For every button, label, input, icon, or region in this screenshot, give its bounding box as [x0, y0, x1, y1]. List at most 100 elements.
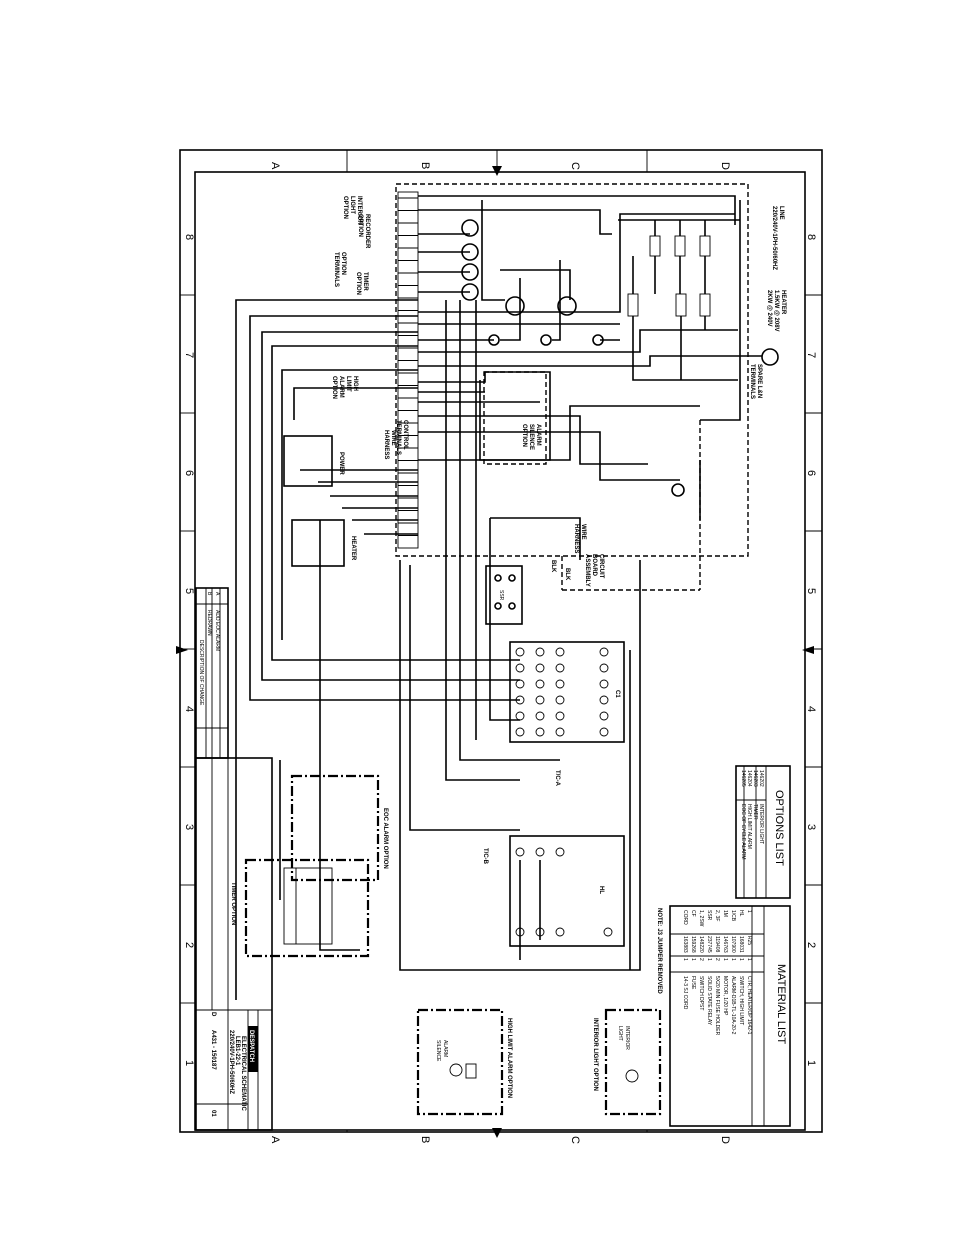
material-list-cell: 2 [714, 958, 720, 961]
high-limit-alarm-parts [449, 1063, 477, 1079]
alarm-silence-box [483, 371, 547, 465]
row-6-left: 6 [183, 470, 195, 476]
material-list-cell: 146763 [722, 936, 728, 953]
timer-option-box-label: TIMER OPTION [230, 882, 236, 925]
material-list-cell: MOTOR, 1/20 HP [722, 976, 728, 1016]
center-arrow-left [176, 646, 188, 654]
options-description: EOC OF CYCLE ALARM [740, 804, 746, 860]
material-list-cell: 14-3 SJ CORD [682, 976, 688, 1010]
row-8-left: 8 [183, 234, 195, 240]
controller-terminal [535, 663, 545, 673]
wire-harness-label-1: WIREHARNESS [383, 430, 396, 459]
controller-terminal [599, 679, 609, 689]
high-limit-block [509, 835, 625, 947]
column-markers-top: A B C D [269, 162, 731, 170]
interior-light-option-box [604, 1008, 662, 1116]
row-5-left: 5 [183, 588, 195, 594]
company-name: DESPATCH [248, 1030, 254, 1062]
material-list-cell: SSR [706, 910, 712, 921]
options-list-table [735, 765, 791, 899]
material-list-cell: 1 [730, 958, 736, 961]
row-3-right: 3 [805, 824, 817, 830]
controller-terminal [555, 647, 565, 657]
center-arrow-top [492, 166, 502, 176]
heater-switch-label: HEATER [350, 536, 356, 561]
material-list-cell: CF [690, 910, 696, 917]
timer-option-box [244, 858, 370, 958]
row-4-right: 4 [805, 706, 817, 712]
interior-light-option-label-lower: INTERIOR LIGHT OPTION [592, 1018, 598, 1091]
row-7-right: 7 [805, 352, 817, 358]
controller-terminal [515, 695, 525, 705]
material-list-cell: SWITCH DPST [698, 976, 704, 1010]
material-list-table [669, 905, 791, 1127]
power-switch-label: POWER [338, 452, 344, 475]
controller-c1-label: C1 [614, 690, 620, 698]
timer-contacts [283, 867, 333, 945]
revision-a-desc: REDRAWN [206, 610, 212, 636]
controller-terminal [599, 647, 609, 657]
material-list-cell: CTR, HEATER/OP 1642-1 [746, 976, 752, 1035]
eoc-alarm-option-label: EOC ALARM OPTION [382, 808, 388, 869]
row-4-left: 4 [183, 706, 195, 712]
blk-label-2: BLK [564, 568, 570, 581]
controller-terminal [515, 663, 525, 673]
hl-label: HL [598, 886, 604, 894]
row-markers-right: 8 7 6 5 4 3 2 1 [805, 234, 817, 1066]
wire-harness-label-2: WIREHARNESS [573, 524, 586, 553]
interior-light-option-label: INTERIORLIGHTOPTION [342, 196, 362, 225]
drawing-title-3: 220/240V-1PH-50/60HZ [228, 1030, 234, 1094]
eoc-alarm-option-box [290, 774, 380, 882]
column-c-top: C [569, 162, 581, 170]
material-list-cell: 5X20 MIN FUSE HOLDER [714, 976, 720, 1036]
controller-terminal [599, 695, 609, 705]
control-enclosure-dashed [395, 183, 749, 557]
revisions-block [195, 587, 229, 759]
center-arrow-right [802, 646, 814, 654]
controller-terminal [535, 695, 545, 705]
company-logo-bar [248, 1026, 258, 1072]
options-description: INTERIOR LIGHT [758, 804, 764, 844]
row-3-left: 3 [183, 824, 195, 830]
options-part-number: 146202 [758, 770, 764, 787]
material-list-cell: 1 [746, 958, 752, 961]
alarm-silence-switch-label: ALARMSILENCE [435, 1040, 448, 1062]
controller-terminal [535, 679, 545, 689]
material-list-cell: 2, 3F [714, 910, 720, 921]
column-d-top: D [719, 162, 731, 170]
material-list-cell: 1 [722, 958, 728, 961]
column-c-bottom: C [569, 1136, 581, 1144]
ssr-label: SSR [498, 590, 504, 601]
material-list-cell: 163883 [682, 936, 688, 953]
controller-terminal [555, 679, 565, 689]
row-2-left: 2 [183, 942, 195, 948]
ssr-block [485, 565, 523, 625]
row-markers-left: 8 7 6 5 4 3 2 1 [183, 234, 195, 1066]
controller-terminal [555, 727, 565, 737]
column-b-top: B [419, 162, 431, 169]
interior-light-switch-label: INTERIORLIGHT [617, 1026, 630, 1050]
row-1-right: 1 [805, 1060, 817, 1066]
controller-terminal [535, 727, 545, 737]
drawing-title-1: ELECTRICAL SCHEMATIC [240, 1036, 246, 1111]
drawing-number: A431 - 150187 [210, 1030, 216, 1070]
control-terminals-label: CONTROLTERMINALS [395, 420, 408, 455]
controller-terminal [599, 663, 609, 673]
material-list-cell: HL [738, 910, 744, 917]
spare-terminals-label: SPARE L&NTERMINALS [749, 364, 762, 399]
material-list-cell: 159268 [690, 936, 696, 953]
line-label: LINE220/240V-1PH-50/60HZ [771, 206, 784, 270]
material-list-cell: R25 [746, 936, 752, 945]
material-list-cell: 148220 [698, 936, 704, 953]
center-arrow-bottom [492, 1128, 502, 1138]
column-a-top: A [269, 162, 281, 170]
material-list-cell: 1, 2SW [698, 910, 704, 927]
material-list-cell: 107900 [730, 936, 736, 953]
options-list-title: OPTIONS LIST [773, 790, 785, 866]
controller-terminal [515, 727, 525, 737]
circuit-board-assembly-label: CIRCUITBOARDASSEMBLY [584, 554, 604, 587]
controller-terminal [599, 711, 609, 721]
